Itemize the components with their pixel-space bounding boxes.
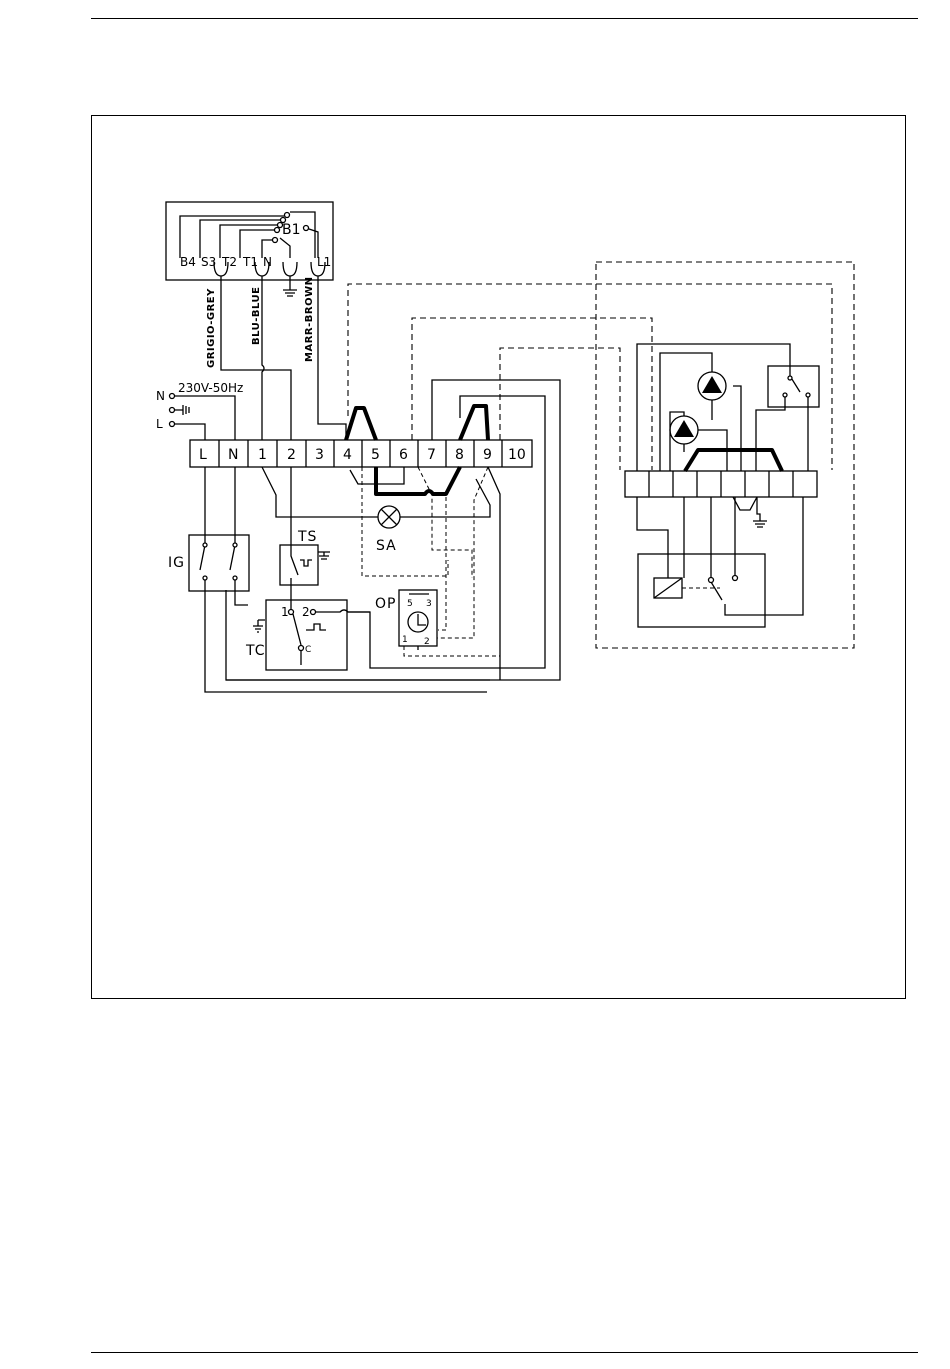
supply-n-label: N xyxy=(156,389,165,403)
strip-terminal-10: 10 xyxy=(508,447,526,463)
jumper-8-9 xyxy=(460,406,488,440)
supply-l-label: L xyxy=(156,417,163,431)
tc-label: TC xyxy=(245,643,266,659)
board-label: B1 xyxy=(282,222,301,238)
strip-terminal-6: 6 xyxy=(399,447,408,463)
ig-label: IG xyxy=(168,555,185,571)
ts-thermostat xyxy=(280,545,330,590)
op-pin-1: 1 xyxy=(402,635,408,645)
strip-terminal-1: 1 xyxy=(258,447,267,463)
strip-terminal-2: 2 xyxy=(287,447,296,463)
wire-7-loop xyxy=(226,380,560,680)
strip-terminal-4: 4 xyxy=(343,447,352,463)
power-supply: N 230V-50Hz L xyxy=(156,381,243,440)
dashed-link-1 xyxy=(348,284,832,470)
wire-label-blue: BLU-BLUE xyxy=(251,287,262,346)
terminal-strip: L N 1 2 3 4 5 6 7 8 9 10 xyxy=(190,440,532,467)
terminal-label-t2: T2 xyxy=(221,255,237,269)
pump-control-unit xyxy=(596,262,854,648)
op-label: OP xyxy=(375,596,396,612)
strip-terminal-l: L xyxy=(199,447,207,463)
terminal-label-b4: B4 xyxy=(180,255,196,269)
tc-thermostat: 1 2 C xyxy=(253,590,370,670)
tc-pin-1: 1 xyxy=(281,605,289,619)
tc-pin-c: C xyxy=(305,645,311,655)
controller-box xyxy=(638,554,765,627)
strip-terminal-8: 8 xyxy=(455,447,464,463)
tc-pin-2: 2 xyxy=(302,605,310,619)
strip-terminal-7: 7 xyxy=(427,447,436,463)
sa-label: SA xyxy=(376,538,397,554)
strip-terminal-3: 3 xyxy=(315,447,324,463)
op-pin-2: 2 xyxy=(424,637,430,647)
ig-switch xyxy=(189,467,487,692)
op-pin-5: 5 xyxy=(407,599,413,609)
blue-wire xyxy=(262,276,264,440)
relay-box xyxy=(768,366,819,407)
strip-terminal-5: 5 xyxy=(371,447,380,463)
sa-lamp xyxy=(378,506,400,528)
ts-label: TS xyxy=(297,529,317,545)
terminal-label-n: N xyxy=(263,255,272,269)
op-pin-3: 3 xyxy=(426,599,432,609)
jumper-4-5 xyxy=(346,408,376,440)
wire-label-brown: MARR-BROWN xyxy=(304,277,315,362)
op-programmer: 5 3 1 2 xyxy=(399,590,437,647)
wire-label-grey: GRIGIO-GREY xyxy=(206,288,217,368)
brown-wire xyxy=(318,276,346,440)
strip-terminal-9: 9 xyxy=(483,447,492,463)
supply-voltage: 230V-50Hz xyxy=(178,381,243,395)
strip-terminal-n: N xyxy=(228,447,238,463)
jumper-5-8 xyxy=(376,467,460,494)
